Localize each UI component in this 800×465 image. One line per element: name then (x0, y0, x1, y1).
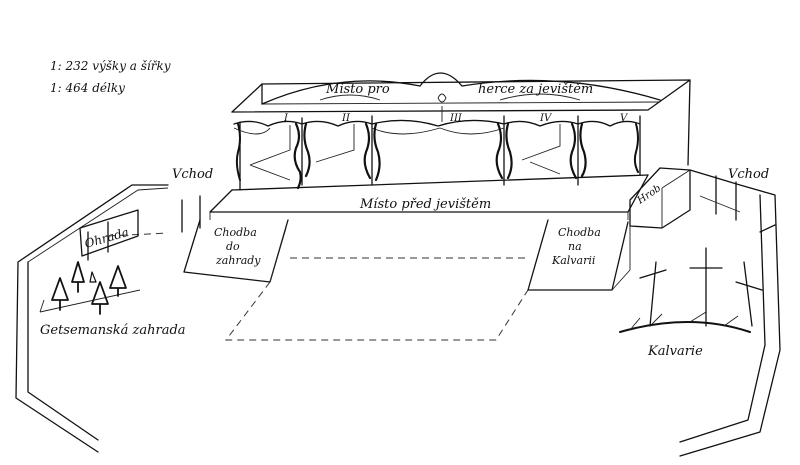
front-stage-platform (209, 174, 649, 220)
bay-label-3: III (449, 113, 463, 124)
calvary-label: Kalvarie (647, 344, 703, 359)
corridor-garden-label-1: Chodba (214, 226, 257, 239)
front-stage-label: Místo před jevištěm (359, 197, 491, 212)
tree-icon (51, 261, 127, 315)
corridor-to-garden: Chodba do zahrady (183, 219, 289, 283)
corridor-calvary-label-1: Chodba (558, 226, 601, 239)
tomb-label: Hrob (635, 183, 663, 207)
scale-notes: 1: 232 výšky a šířky 1: 464 délky (50, 59, 171, 95)
backstage-label-left: Místo pro (325, 82, 390, 97)
stage-bays: I II III IV V (233, 113, 641, 191)
backstage-label-right: herce za jevištěm (478, 82, 593, 97)
corridor-garden-label-2: do (226, 240, 240, 253)
corridor-calvary-label-3: Kalvarii (551, 254, 595, 267)
bay-label-4: IV (539, 113, 553, 124)
bay-label-2: II (341, 113, 351, 124)
bay-label-5: V (620, 113, 629, 124)
scale-height-width: 1: 232 výšky a šířky (50, 59, 171, 73)
fence: Ohrada (79, 209, 139, 257)
tomb-box: Hrob (629, 167, 691, 229)
entrance-right-label: Vchod (728, 167, 769, 182)
bay-label-1: I (283, 113, 289, 124)
gethsemane-garden: Getsemanská zahrada (39, 261, 186, 338)
corridor-garden-label-3: zahrady (215, 254, 261, 267)
corridor-calvary-label-2: na (568, 240, 582, 253)
audience-floor (224, 257, 529, 341)
garden-label: Getsemanská zahrada (40, 323, 186, 338)
backstage-box (231, 72, 691, 166)
corridor-to-calvary: Chodba na Kalvarii (527, 219, 631, 291)
entrance-left-label: Vchod (172, 167, 213, 182)
cross-icon (639, 247, 763, 327)
calvary-hill: Kalvarie (619, 247, 763, 359)
scale-length: 1: 464 délky (50, 81, 125, 95)
